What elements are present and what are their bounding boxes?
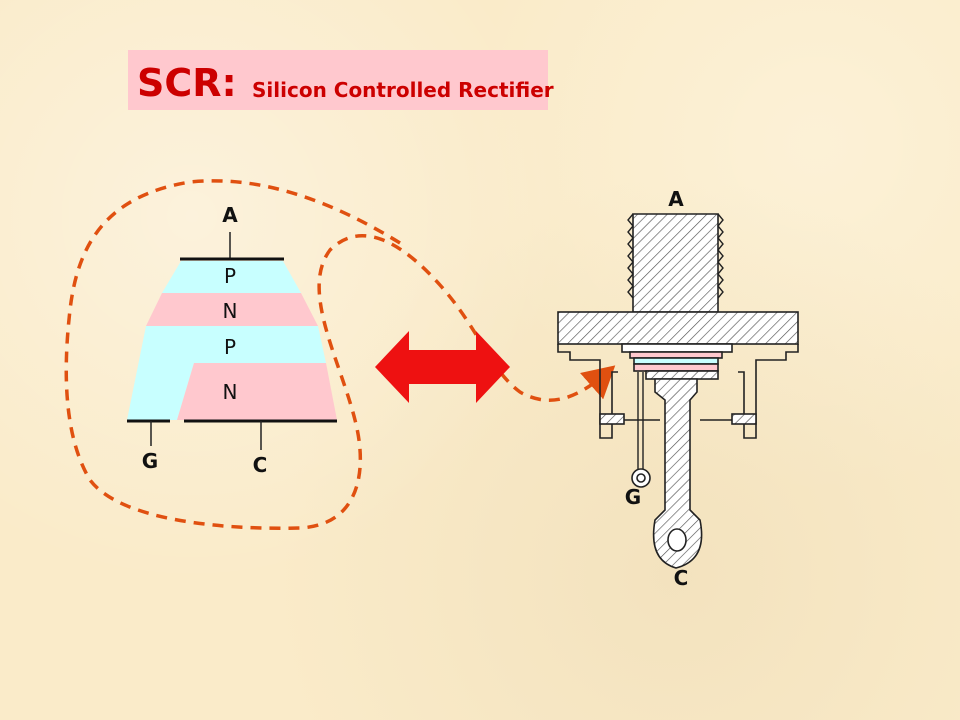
p-layer-gate [127,326,326,420]
double-arrow-icon [375,331,510,403]
device-cathode-label: C [674,566,689,590]
layer-label-3: P [224,335,236,359]
title-full-name: Silicon Controlled Rectifier [252,78,554,102]
scr-device-cross-section [557,213,799,569]
p-layer-top [162,261,301,293]
schematic-cathode-label: C [253,453,268,477]
scr-layer-schematic: A G C P N P N [127,203,337,477]
dashed-connector-curve [64,179,616,530]
layer-label-1: P [224,264,236,288]
schematic-gate-label: G [142,449,158,473]
layer-label-2: N [223,299,238,323]
n-layer-upper [146,293,318,326]
title-abbreviation: SCR: [137,61,237,105]
device-anode-label: A [668,187,684,211]
title-banner [128,50,548,110]
device-gate-label: G [625,485,641,509]
n-layer-cathode [177,363,337,420]
schematic-anode-label: A [222,203,238,227]
layer-label-4: N [223,380,238,404]
